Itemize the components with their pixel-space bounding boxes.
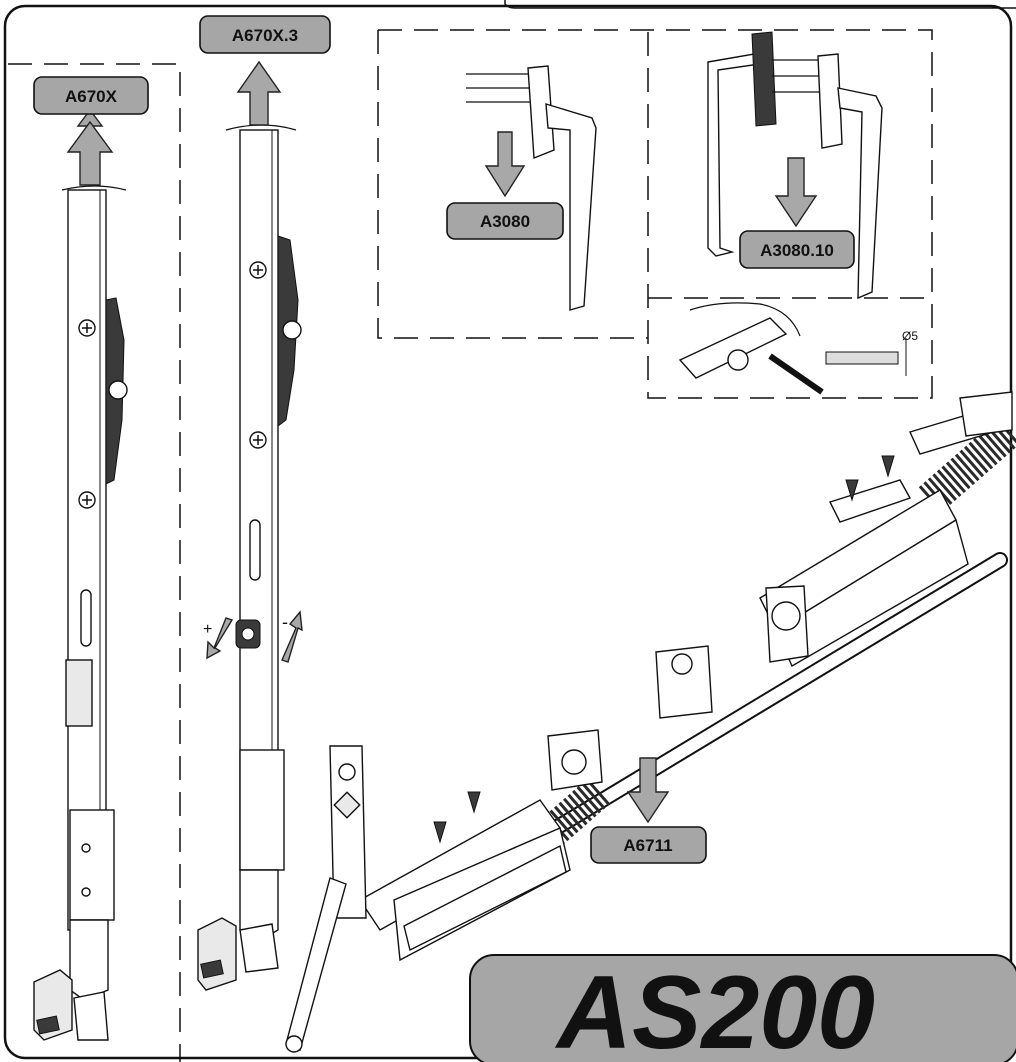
- dashed-region-handle-double: [378, 29, 933, 399]
- arrow-down-a308010: [774, 157, 818, 228]
- label-a6711-text: A6711: [623, 836, 672, 855]
- label-a6711: A6711: [590, 826, 707, 864]
- arrow-up-a670x-shaft: [66, 120, 114, 186]
- drill-diameter: Ø5: [902, 329, 918, 343]
- arrow-up-a670x3: [236, 60, 282, 126]
- dashed-region-left: [8, 63, 181, 1062]
- top-edge-line: [504, 0, 1016, 9]
- arrow-down-a6711: [626, 757, 670, 824]
- product-badge: AS200: [469, 954, 1016, 1062]
- plus-sign: +: [203, 621, 212, 638]
- label-a670x-text: A670X: [65, 87, 118, 106]
- handle-double: [707, 31, 883, 300]
- drill-detail: Ø5: [678, 302, 918, 395]
- adjust-arrow-plus: [206, 617, 234, 660]
- product-title: AS200: [554, 955, 875, 1062]
- label-a670x3: A670X.3: [199, 15, 331, 54]
- handle-single: [466, 65, 597, 311]
- label-a3080: A3080: [446, 202, 564, 240]
- label-a308010-text: A3080.10: [760, 241, 834, 260]
- arrow-down-a3080: [484, 131, 526, 198]
- label-a670x: A670X: [33, 76, 149, 115]
- label-a3080-text: A3080: [480, 212, 530, 231]
- label-a308010: A3080.10: [739, 230, 855, 269]
- dashed-region-handle: [377, 30, 648, 339]
- stay-mechanism: [285, 391, 1016, 1053]
- adjust-arrow-minus: [281, 610, 303, 663]
- minus-sign: -: [282, 612, 288, 632]
- label-a670x3-text: A670X.3: [232, 26, 298, 45]
- rod-a670x3: [197, 124, 302, 991]
- rod-a670x: [33, 185, 128, 1041]
